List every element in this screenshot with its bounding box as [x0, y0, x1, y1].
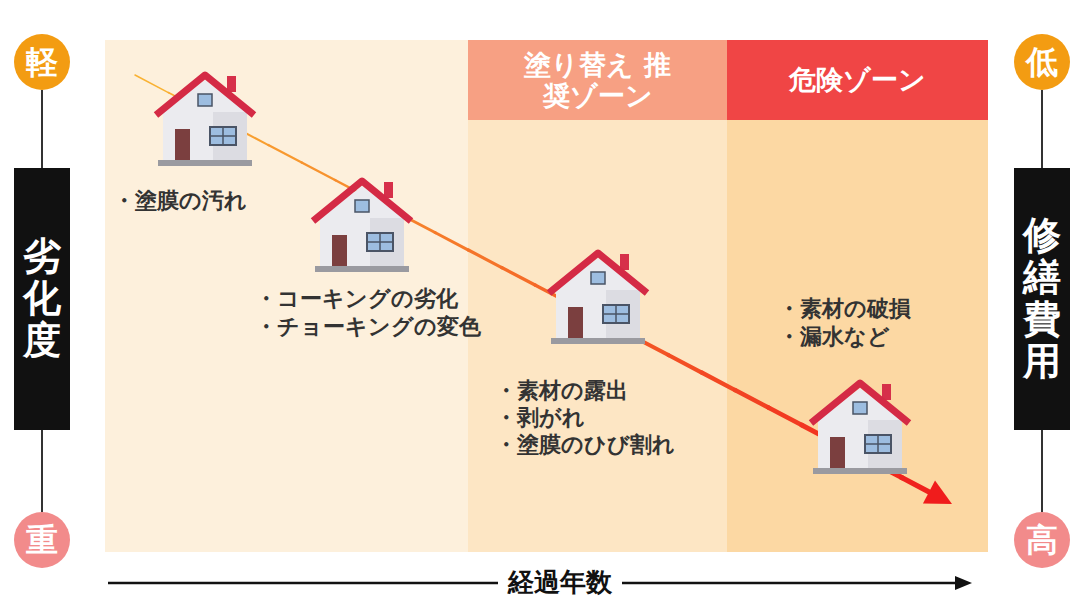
- axis-title-box: 劣化度: [14, 168, 70, 430]
- symptom-note: ・コーキングの劣化: [255, 286, 458, 312]
- attic-window: [355, 200, 369, 212]
- zone-header: 塗り替え 推奨ゾーン: [468, 40, 727, 120]
- trend-segment: [468, 250, 502, 268]
- trend-segment: [702, 373, 736, 391]
- house-base: [315, 266, 409, 272]
- axis-connector: [41, 430, 43, 512]
- axis-title: 劣化度: [23, 236, 61, 361]
- symptom-note: ・素材の破損: [778, 296, 911, 322]
- house-icon: [549, 253, 647, 344]
- window-bar: [865, 443, 891, 445]
- trend-arrow: [135, 75, 952, 504]
- house-base: [813, 468, 907, 474]
- axis-connector: [1041, 90, 1043, 168]
- attic-window: [198, 94, 212, 106]
- scale-label: 軽: [26, 46, 58, 78]
- door: [332, 235, 347, 266]
- symptom-note: ・塗膜の汚れ: [113, 188, 247, 214]
- house-icon: [313, 181, 411, 272]
- scale-circle: 低: [1014, 34, 1070, 90]
- attic-window: [591, 272, 605, 284]
- scale-circle: 高: [1014, 512, 1070, 568]
- early-zone-ground: [105, 40, 468, 552]
- scale-label: 重: [26, 524, 58, 556]
- roof: [156, 75, 254, 115]
- trend-segment: [502, 268, 536, 286]
- house-wall: [556, 258, 640, 338]
- symptom-note: ・剥がれ: [495, 405, 585, 431]
- symptom-note: ・素材の露出: [495, 378, 628, 404]
- roof: [549, 253, 647, 293]
- scale-circle: 軽: [14, 34, 70, 90]
- window-bar: [603, 313, 629, 315]
- axis-title: 修繕費用: [1023, 215, 1061, 382]
- window: [603, 305, 629, 323]
- danger-zone-ground: [727, 40, 988, 552]
- house-base: [551, 338, 645, 344]
- trend-arrowhead: [923, 480, 952, 504]
- house-wall: [163, 80, 247, 160]
- roof: [811, 383, 909, 423]
- axis-connector: [1041, 430, 1043, 512]
- trend-segment: [768, 408, 802, 426]
- door: [175, 129, 190, 160]
- scale-circle: 重: [14, 512, 70, 568]
- axis-title-box: 修繕費用: [1014, 168, 1070, 430]
- window: [210, 127, 236, 145]
- door: [568, 307, 583, 338]
- trend-segment: [135, 75, 169, 93]
- trend-segment: [268, 145, 302, 163]
- symptom-note: ・塗膜のひび割れ: [495, 432, 675, 458]
- symptom-note: ・漏水など: [778, 324, 890, 350]
- house-wall: [818, 388, 902, 468]
- zone-title: 危険ゾーン: [789, 64, 926, 95]
- scale-label: 低: [1026, 46, 1058, 78]
- zone-header: 危険ゾーン: [727, 40, 988, 120]
- house-icon: [811, 383, 909, 474]
- zone-title: 塗り替え 推奨ゾーン: [523, 49, 673, 111]
- axis-label: 経過年数: [498, 567, 622, 598]
- axis-arrowhead: [955, 576, 972, 590]
- house-icon: [156, 75, 254, 166]
- symptom-note: ・チョーキングの変色: [255, 314, 481, 340]
- door: [830, 437, 845, 468]
- trend-segment: [302, 163, 336, 181]
- window: [865, 435, 891, 453]
- window: [367, 233, 393, 251]
- repaint-zone-ground: [468, 40, 727, 552]
- trend-segment: [668, 355, 702, 373]
- house-wall: [320, 186, 404, 266]
- attic-window: [853, 402, 867, 414]
- axis-connector: [41, 90, 43, 168]
- trend-segment: [735, 390, 769, 408]
- window-bar: [367, 241, 393, 243]
- window-bar: [210, 135, 236, 137]
- trend-segment: [435, 233, 469, 251]
- house-base: [158, 160, 252, 166]
- roof: [313, 181, 411, 221]
- scale-label: 高: [1026, 524, 1058, 556]
